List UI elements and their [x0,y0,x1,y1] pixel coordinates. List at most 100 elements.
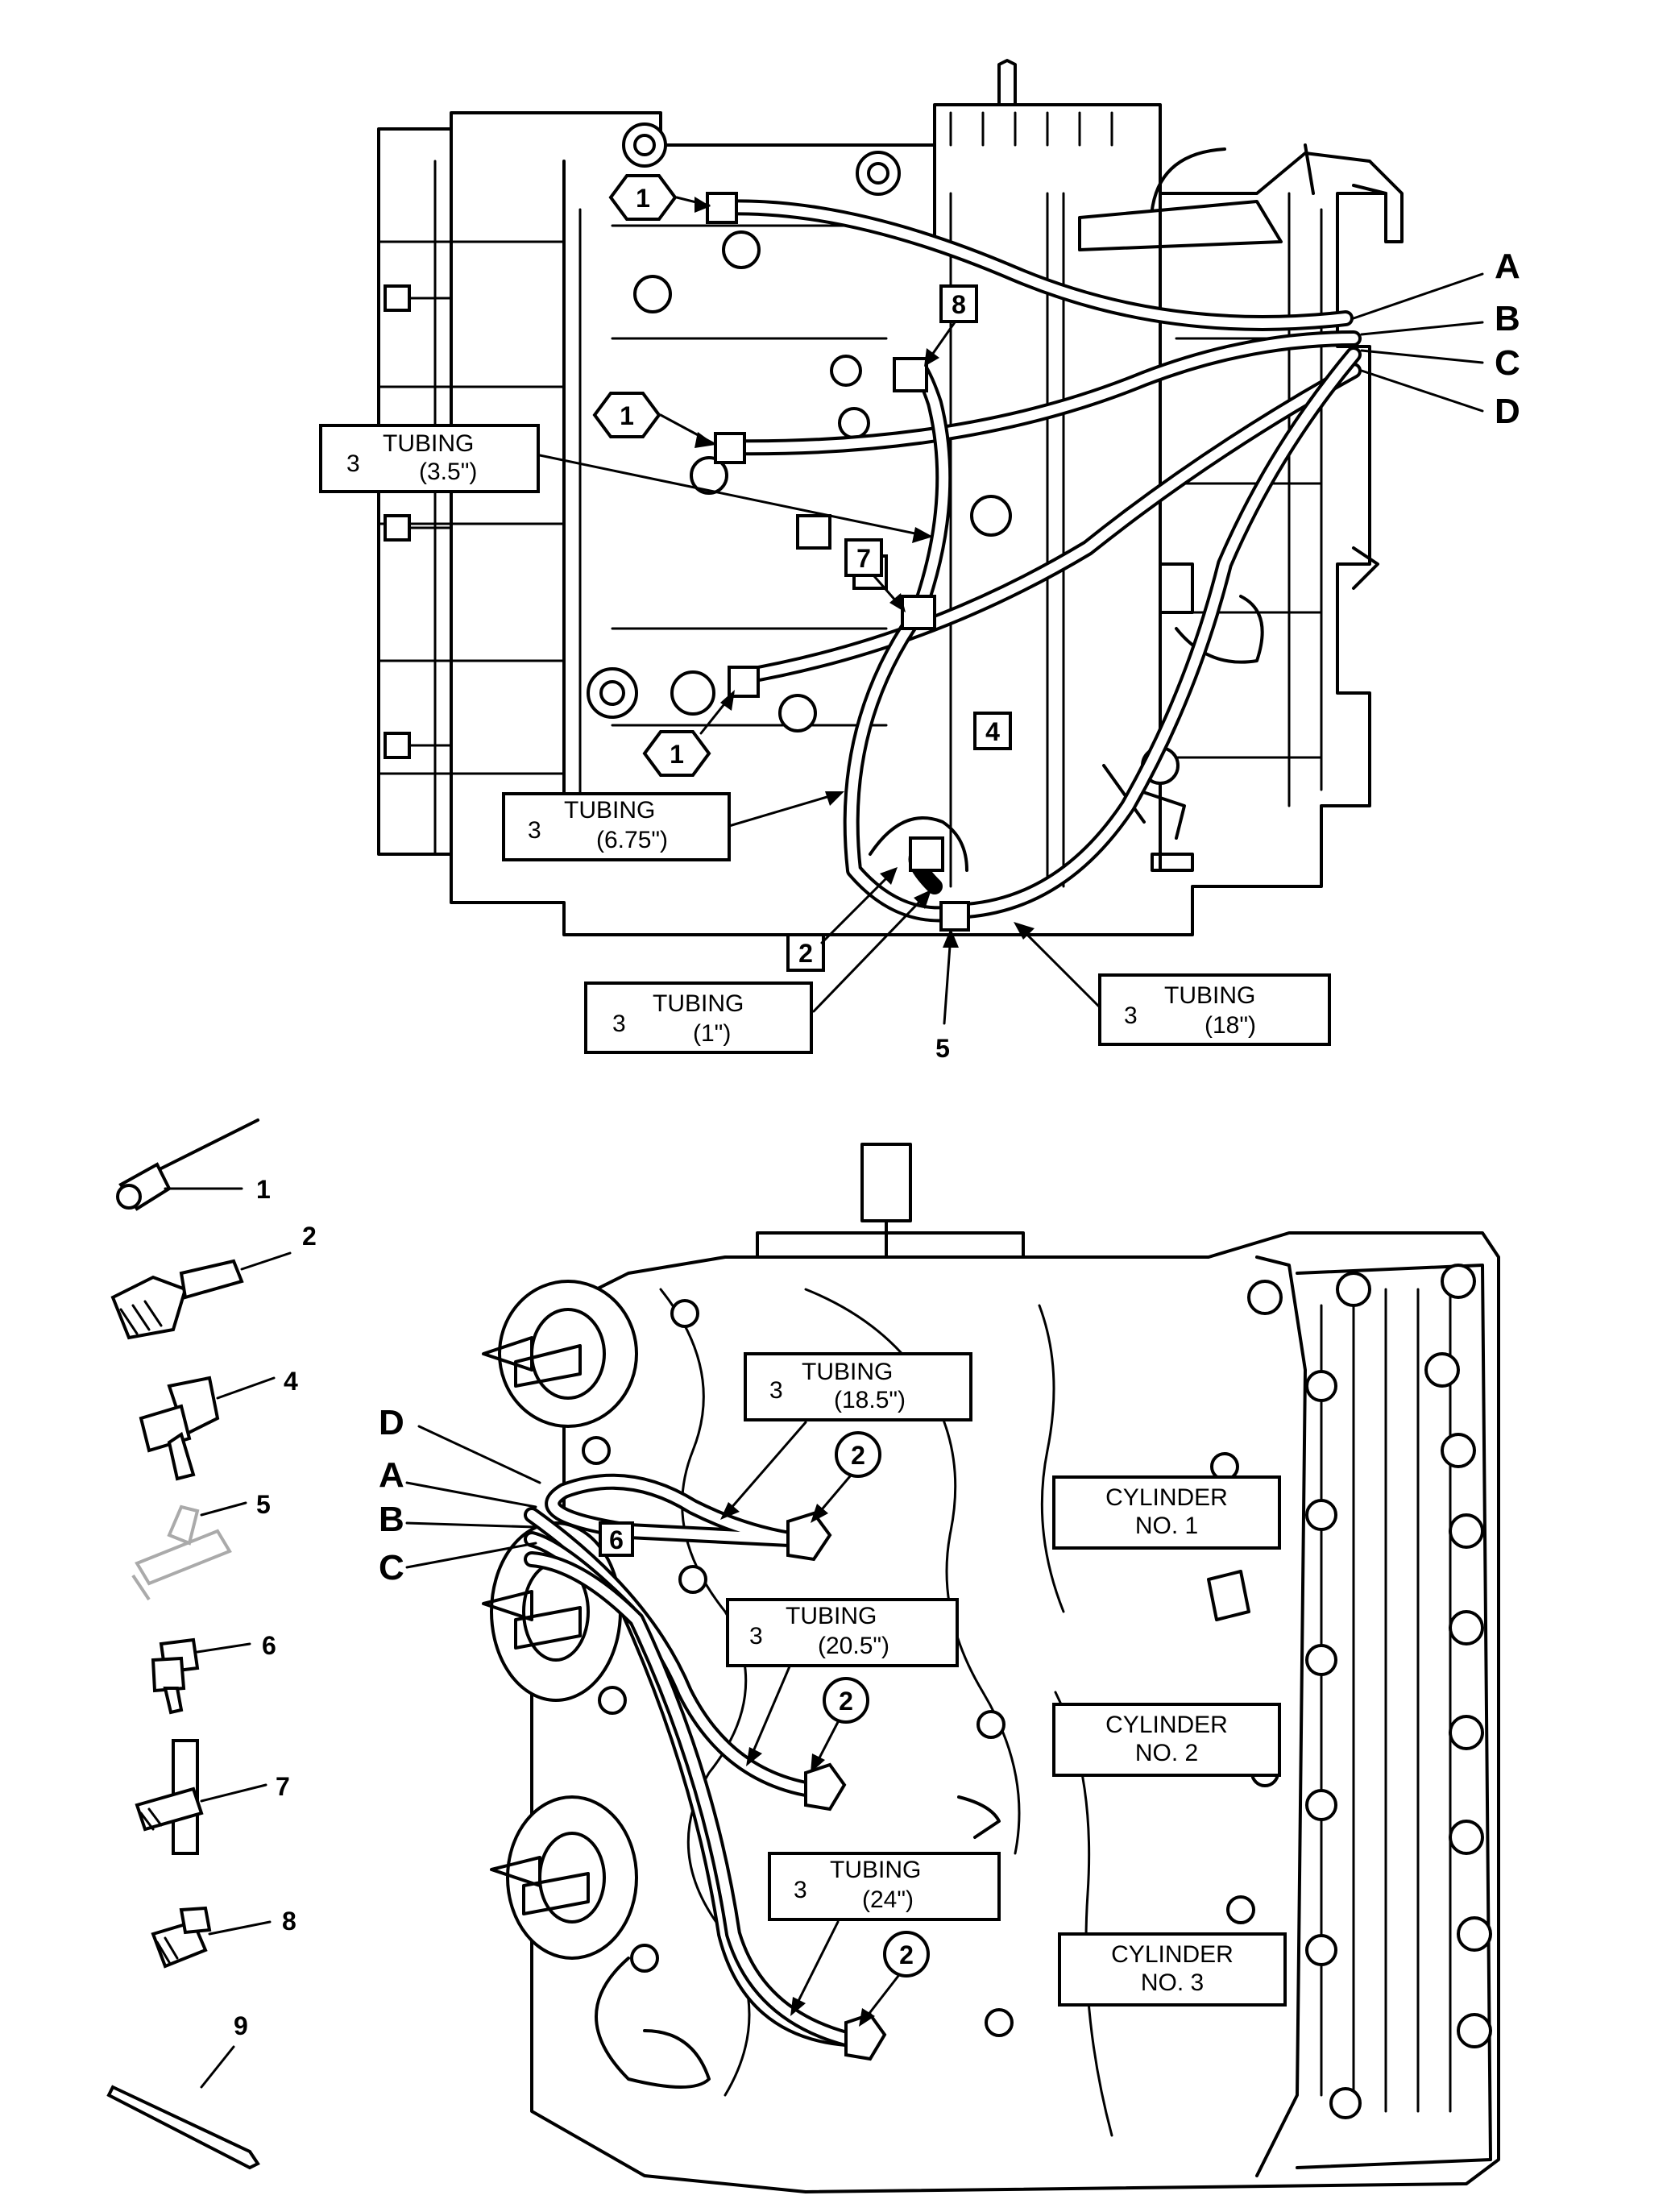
svg-text:2: 2 [302,1222,317,1251]
svg-text:2: 2 [851,1441,865,1470]
bottom-engine-view: D A B C 2 2 2 [379,1143,1500,2193]
svg-text:TUBING: TUBING [653,990,744,1017]
top-tubing-routes [706,192,1362,932]
svg-text:3: 3 [769,1377,783,1404]
circ-callout-2c: 2 [859,1931,930,2027]
svg-text:TUBING: TUBING [383,430,474,457]
svg-text:9: 9 [234,2011,248,2040]
bottom-intake-flanges [482,1280,638,1960]
svg-text:(3.5"): (3.5") [419,459,477,485]
letter-c: C [379,1548,404,1587]
sq-callout-2: 2 [786,867,898,972]
svg-text:(24"): (24") [862,1886,914,1913]
svg-text:(18.5"): (18.5") [834,1387,906,1413]
svg-text:TUBING: TUBING [1164,982,1255,1009]
tubing-label-24: 3 TUBING (24") [768,1852,1001,2016]
top-hex-callouts: 1 1 1 [592,174,735,777]
svg-text:3: 3 [749,1623,763,1650]
plain-callout-5: 5 [935,928,959,1063]
legend-part-8: 8 [151,1906,296,1969]
svg-text:3: 3 [528,817,541,844]
top-engine-block [377,59,1404,936]
letter-a: A [1495,247,1520,286]
letter-b: B [1495,299,1520,338]
svg-text:3: 3 [612,1011,626,1037]
bottom-engine-block [482,1143,1500,2193]
bottom-cover-bolts [1210,1264,1492,2119]
svg-text:(18"): (18") [1205,1012,1256,1039]
cylinder-label-2: CYLINDER NO. 2 [1052,1703,1281,1777]
svg-text:TUBING: TUBING [830,1857,921,1883]
cylinder-label-1: CYLINDER NO. 1 [1052,1475,1281,1550]
svg-text:4: 4 [985,717,1000,746]
letter-d: D [379,1403,404,1442]
legend-part-7: 7 [135,1739,290,1855]
sq-callout-8: 8 [924,284,978,367]
svg-text:1: 1 [256,1175,271,1204]
tubing-label-18: 3 TUBING (18") [1014,922,1331,1046]
hex-callout-1b: 1 [592,392,715,448]
svg-text:TUBING: TUBING [802,1359,893,1385]
legend-part-5: 5 [131,1490,271,1601]
bottom-tubing-routes [524,1473,887,2061]
legend-part-2: 2 [110,1222,317,1340]
sq-callout-7: 7 [844,538,906,612]
svg-text:TUBING: TUBING [786,1603,877,1629]
tubing-label-3-5: 3 TUBING (3.5") [319,424,933,543]
svg-text:6: 6 [609,1525,624,1554]
svg-text:3: 3 [346,450,360,477]
tubing-label-20-5: 3 TUBING (20.5") [726,1598,959,1766]
svg-text:(1"): (1") [693,1020,731,1047]
svg-text:NO. 1: NO. 1 [1135,1513,1198,1539]
top-letter-callouts: A B C D [1352,247,1520,431]
svg-text:2: 2 [839,1687,853,1716]
top-square-callouts: 8 7 4 2 5 [786,284,1012,1063]
sq-callout-6: 6 [599,1521,634,1557]
sq-callout-4: 4 [973,712,1012,750]
svg-text:3: 3 [1124,1002,1138,1029]
top-left-bolts [384,284,453,759]
letter-b: B [379,1500,404,1539]
svg-text:5: 5 [256,1490,271,1519]
bottom-tubing-labels: 3 TUBING (18.5") 3 TUBING (20.5") 3 TUBI… [720,1352,1001,2016]
svg-text:7: 7 [856,544,871,573]
circ-callout-2a: 2 [811,1431,881,1523]
svg-text:CYLINDER: CYLINDER [1111,1941,1234,1968]
letter-a: A [379,1455,404,1495]
legend-part-4: 4 [139,1367,298,1481]
bottom-letter-callouts: D A B C [379,1403,541,1587]
cylinder-label-3: CYLINDER NO. 3 [1058,1932,1287,2007]
svg-text:NO. 3: NO. 3 [1141,1969,1204,1996]
legend-part-9: 9 [106,2011,260,2170]
svg-text:2: 2 [798,939,813,968]
svg-text:CYLINDER: CYLINDER [1105,1712,1228,1738]
hex-callout-1a: 1 [608,174,711,221]
bottom-circle-callouts: 2 2 2 6 [599,1431,930,2027]
svg-text:2: 2 [899,1940,914,1969]
svg-text:1: 1 [670,740,684,769]
svg-text:(6.75"): (6.75") [596,827,668,853]
tubing-label-6-75: 3 TUBING (6.75") [502,791,844,861]
circ-callout-2b: 2 [811,1677,869,1773]
svg-text:7: 7 [276,1772,290,1801]
legend-part-1: 1 [116,1118,271,1211]
letter-c: C [1495,343,1520,383]
svg-text:1: 1 [636,184,650,213]
svg-text:CYLINDER: CYLINDER [1105,1484,1228,1511]
svg-text:3: 3 [794,1877,807,1903]
svg-text:TUBING: TUBING [564,797,655,824]
svg-text:8: 8 [952,290,966,319]
svg-text:8: 8 [282,1907,296,1936]
tubing-label-1: 3 TUBING (1") [584,890,931,1054]
svg-text:1: 1 [620,401,634,430]
parts-legend: 1 2 4 5 6 [106,1118,317,2170]
svg-text:5: 5 [935,1034,950,1063]
svg-text:(20.5"): (20.5") [818,1633,889,1659]
bottom-cylinder-labels: CYLINDER NO. 1 CYLINDER NO. 2 CYLINDER N… [1052,1475,1287,2007]
letter-d: D [1495,392,1520,431]
top-engine-view: A B C D 1 1 1 [319,59,1520,1063]
hex-callout-1c: 1 [642,690,735,777]
top-tubing-labels: 3 TUBING (3.5") 3 TUBING (6.75") 3 TUBIN… [319,424,1331,1054]
svg-text:6: 6 [262,1631,276,1660]
